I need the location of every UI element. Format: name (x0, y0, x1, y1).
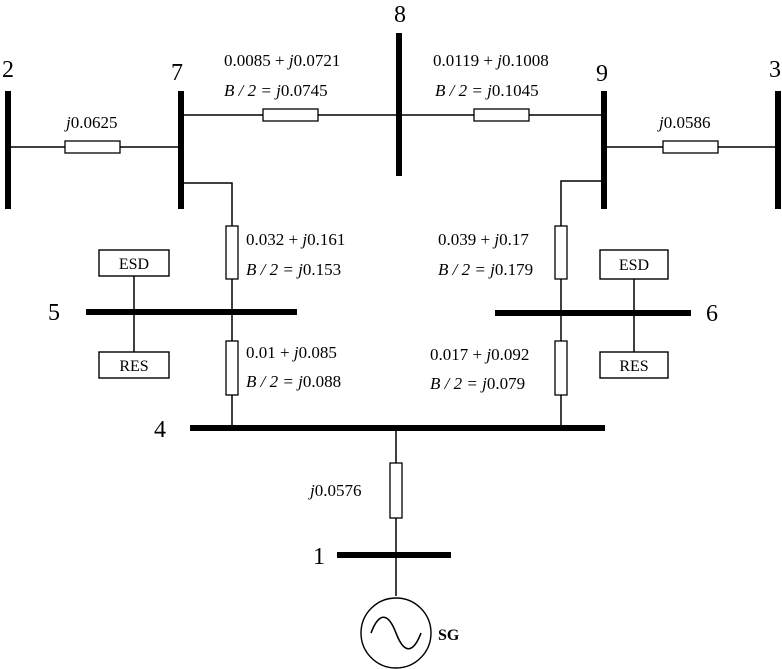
impedance-9-3 (662, 140, 719, 154)
bus-label-6: 6 (706, 301, 718, 327)
res-label-bus6: RES (619, 358, 648, 375)
param-7-8-susceptance: B / 2 = j0.0745 (224, 81, 328, 100)
impedance-4-1 (389, 462, 403, 519)
bus-label-5: 5 (48, 300, 60, 326)
param-8-9-impedance: 0.0119 + j0.1008 (433, 51, 549, 70)
param-8-9-susceptance: B / 2 = j0.1045 (435, 81, 539, 100)
res-box-bus5 (98, 351, 170, 379)
param-4-1-impedance: j0.0576 (308, 481, 361, 500)
bus-label-7: 7 (171, 60, 183, 86)
esd-label-bus5: ESD (119, 256, 149, 273)
param-9-3-impedance: j0.0586 (657, 113, 710, 132)
esd-label-bus6: ESD (619, 257, 649, 274)
impedance-8-9 (473, 108, 530, 122)
bus-label-3: 3 (769, 57, 781, 83)
impedance-6-4 (554, 340, 568, 396)
bus-label-9: 9 (596, 61, 608, 87)
bus-label-8: 8 (394, 2, 406, 28)
param-5-4-impedance: 0.01 + j0.085 (246, 343, 337, 362)
param-9-6-susceptance: B / 2 = j0.179 (438, 260, 533, 279)
impedance-7-5 (225, 225, 239, 280)
impedance-2-7 (64, 140, 121, 154)
esd-box-bus5 (98, 249, 170, 277)
impedance-5-4 (225, 340, 239, 396)
param-7-5-impedance: 0.032 + j0.161 (246, 230, 345, 249)
bus-label-4: 4 (154, 417, 166, 443)
res-box-bus6 (599, 351, 669, 379)
bus-label-1: 1 (313, 544, 325, 570)
param-6-4-impedance: 0.017 + j0.092 (430, 345, 529, 364)
param-5-4-susceptance: B / 2 = j0.088 (246, 372, 341, 391)
res-label-bus5: RES (119, 358, 148, 375)
esd-box-bus6 (599, 249, 669, 280)
param-7-5-susceptance: B / 2 = j0.153 (246, 260, 341, 279)
line-9-6 (560, 180, 606, 428)
line-7-5 (181, 182, 233, 428)
param-2-7-impedance: j0.0625 (64, 113, 117, 132)
param-9-6-impedance: 0.039 + j0.17 (438, 230, 529, 249)
impedance-7-8 (262, 108, 319, 122)
generator-label: SG (438, 627, 460, 644)
param-6-4-susceptance: B / 2 = j0.079 (430, 374, 525, 393)
impedance-9-6 (554, 225, 568, 280)
sine-wave-icon (370, 616, 422, 650)
param-7-8-impedance: 0.0085 + j0.0721 (224, 51, 340, 70)
bus-label-2: 2 (2, 57, 14, 83)
